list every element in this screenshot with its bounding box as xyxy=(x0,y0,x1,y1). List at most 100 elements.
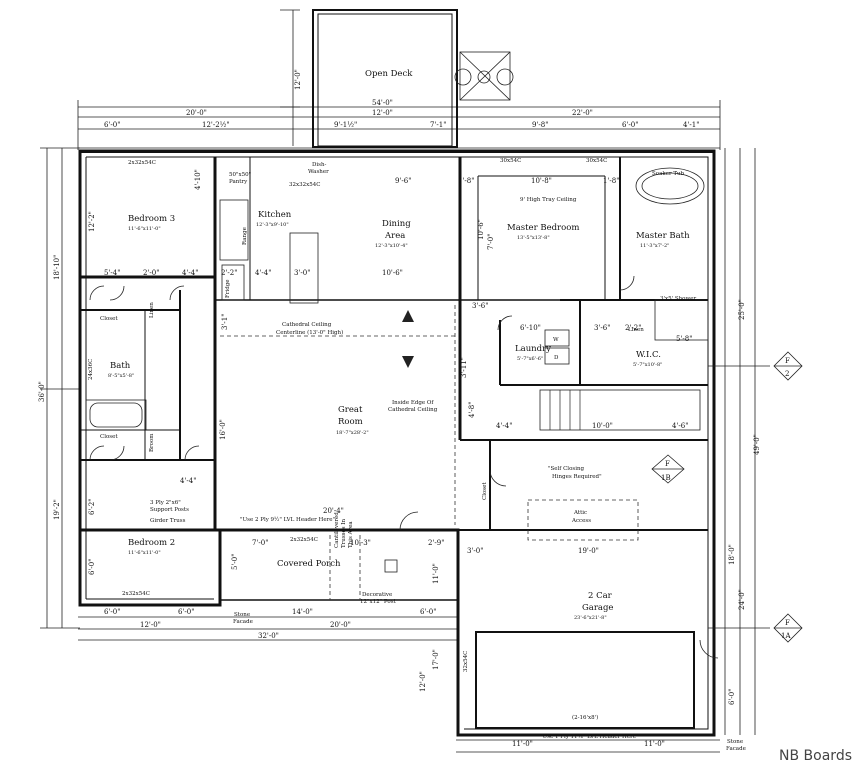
laundry-size: 5'-7"x6'-6" xyxy=(517,356,543,362)
garage-door-label: (2-16'x8') xyxy=(572,714,598,721)
svg-text:F: F xyxy=(785,357,790,365)
self-closing-note-1: "Self Closing xyxy=(548,466,584,472)
decorative-post-note-2: 12"x12" Post xyxy=(360,599,397,605)
dishwasher-label-2: Washer xyxy=(308,169,329,175)
dim-int-32: 3'-11" xyxy=(460,357,468,378)
dim-top-row1-1: 12'-0" xyxy=(372,109,393,117)
dryer-label: D xyxy=(554,355,559,361)
master-bedroom-label: Master Bedroom xyxy=(507,223,579,233)
svg-text:1A: 1A xyxy=(781,632,791,640)
window-tag-6: 2x32x54C xyxy=(290,537,318,543)
attic-label-2: Access xyxy=(571,518,591,524)
dim-int-29: 16'-0" xyxy=(219,419,227,440)
dim-bottom-row1-1: 6'-0" xyxy=(178,608,194,616)
window-tag-7: 32x54C xyxy=(463,651,469,672)
great-room-size: 18'-7"x28'-2" xyxy=(336,430,369,436)
kitchen-label: Kitchen xyxy=(258,210,292,220)
soaker-tub-label: Soaker Tub xyxy=(652,171,685,177)
dim-int-23: 20'-4" xyxy=(323,507,344,515)
pantry-label: 50"x50" xyxy=(229,172,251,178)
dim-top-row2-0: 6'-0" xyxy=(104,121,120,129)
wic-size: 5'-7"x10'-8" xyxy=(633,362,662,368)
open-deck xyxy=(312,9,514,148)
window-tag-1: 2x32x54C xyxy=(122,591,150,597)
laundry-label: Laundry xyxy=(515,344,551,354)
pantry-label-2: Pantry xyxy=(229,179,248,185)
dim-int-7: 4'-4" xyxy=(182,269,198,277)
dim-int-19: 10'-0" xyxy=(592,422,613,430)
lvl-header-garage-note: "Use 1 Ply 11¾" LVL Header Here" xyxy=(540,733,638,740)
dim-int-0: 9'-6" xyxy=(395,177,411,185)
dim-int-22: 3'-0" xyxy=(467,547,483,555)
closet-label-bath-bottom: Closet xyxy=(100,434,118,440)
dim-bottom-row2-0: 12'-0" xyxy=(140,621,161,629)
linen-label-master: Linen xyxy=(628,327,644,333)
dim-int-3: 3'-0" xyxy=(294,269,310,277)
dim-top-row1-2: 22'-0" xyxy=(572,109,593,117)
window-tag-0: 2x32x54C xyxy=(128,160,156,166)
dim-int-35: 12'-0" xyxy=(419,671,427,692)
bedroom3-label: Bedroom 3 xyxy=(128,214,175,224)
dim-int-21: 19'-0" xyxy=(578,547,599,555)
svg-text:1B: 1B xyxy=(661,474,671,482)
cantilevered-note-3: This Area xyxy=(348,521,354,548)
dim-deck-depth: 12'-0" xyxy=(294,69,302,90)
washer-label: W xyxy=(553,337,559,343)
dim-top-row2-6: 4'-1" xyxy=(683,121,699,129)
dim-right-row-2: 18'-0" xyxy=(728,544,736,565)
garage-label: 2 Car xyxy=(588,591,613,601)
bath-label: Bath xyxy=(110,361,131,371)
broom-label: Broom xyxy=(149,433,155,452)
dim-int-33: 4'-8" xyxy=(468,402,476,418)
dim-int-16: 5'-8" xyxy=(676,335,692,343)
dining-label-2: Area xyxy=(384,231,405,241)
tray-ceiling-note: 9' High Tray Ceiling xyxy=(520,197,577,203)
great-room-label: Great xyxy=(338,405,363,415)
dim-int-1: 10'-6" xyxy=(382,269,403,277)
dim-int-30: 4'-4" xyxy=(180,477,196,485)
section-marker-1a: F 1A xyxy=(708,613,803,643)
dim-int-26: 2'-9" xyxy=(428,539,444,547)
dim-bottom-row1-0: 6'-0" xyxy=(104,608,120,616)
inside-edge-note-2: Cathedral Ceiling xyxy=(388,407,438,413)
watermark: NB Boards xyxy=(779,748,852,764)
dim-left-row-0: 18'-10" xyxy=(53,255,61,280)
section-marker-2: F 2 xyxy=(708,351,803,381)
svg-text:F: F xyxy=(665,460,670,468)
door-swings xyxy=(89,275,719,659)
fridge-label: Fridge xyxy=(225,279,231,298)
cathedral-ceiling-lines xyxy=(220,305,456,525)
bedroom2-size: 11'-6"x11'-0" xyxy=(128,550,161,556)
dim-int-34: 17'-0" xyxy=(432,649,440,670)
garage-label-2: Garage xyxy=(582,603,613,613)
master-bath-label: Master Bath xyxy=(636,231,690,241)
stone-facade-right-2: Facade xyxy=(726,746,746,752)
dim-top-row2-3: 7'-1" xyxy=(430,121,446,129)
self-closing-note-2: Hinges Required" xyxy=(552,474,602,480)
dim-top-row1-0: 20'-0" xyxy=(186,109,207,117)
dim-int-12: 10'-6" xyxy=(477,219,485,240)
closet-label-garage: Closet xyxy=(482,482,488,500)
covered-porch-structure xyxy=(219,529,459,601)
inside-edge-note-1: Inside Edge Of xyxy=(392,400,434,406)
dim-int-11: 7'-0" xyxy=(487,234,495,250)
dim-bottom-overall: 32'-0" xyxy=(258,632,279,640)
window-tag-5: 24x36C xyxy=(88,359,94,380)
dim-int-25: 10'-3" xyxy=(350,539,371,547)
cantilevered-note-2: Trusses In xyxy=(341,519,347,548)
closet-label-bath-top: Closet xyxy=(100,316,118,322)
window-tag-4: 32x32x54C xyxy=(289,182,320,188)
covered-porch-label: Covered Porch xyxy=(277,559,341,569)
dim-right-row-4: 6'-0" xyxy=(728,689,736,705)
dim-int-6: 2'-2" xyxy=(221,269,237,277)
dim-int-4: 5'-4" xyxy=(104,269,120,277)
dim-bottom-row2-1: 20'-0" xyxy=(330,621,351,629)
dim-left-row-1: 19'-2" xyxy=(53,499,61,520)
decorative-post-note-1: Decorative xyxy=(362,592,392,598)
dim-int-10: 1'-8" xyxy=(603,177,619,185)
dim-int-24: 7'-0" xyxy=(252,539,268,547)
section-marker-1b: F 1B xyxy=(651,454,685,484)
dim-top-overall: 54'-0" xyxy=(372,99,393,107)
dim-garage-bottom-1: 11'-0" xyxy=(644,740,665,748)
